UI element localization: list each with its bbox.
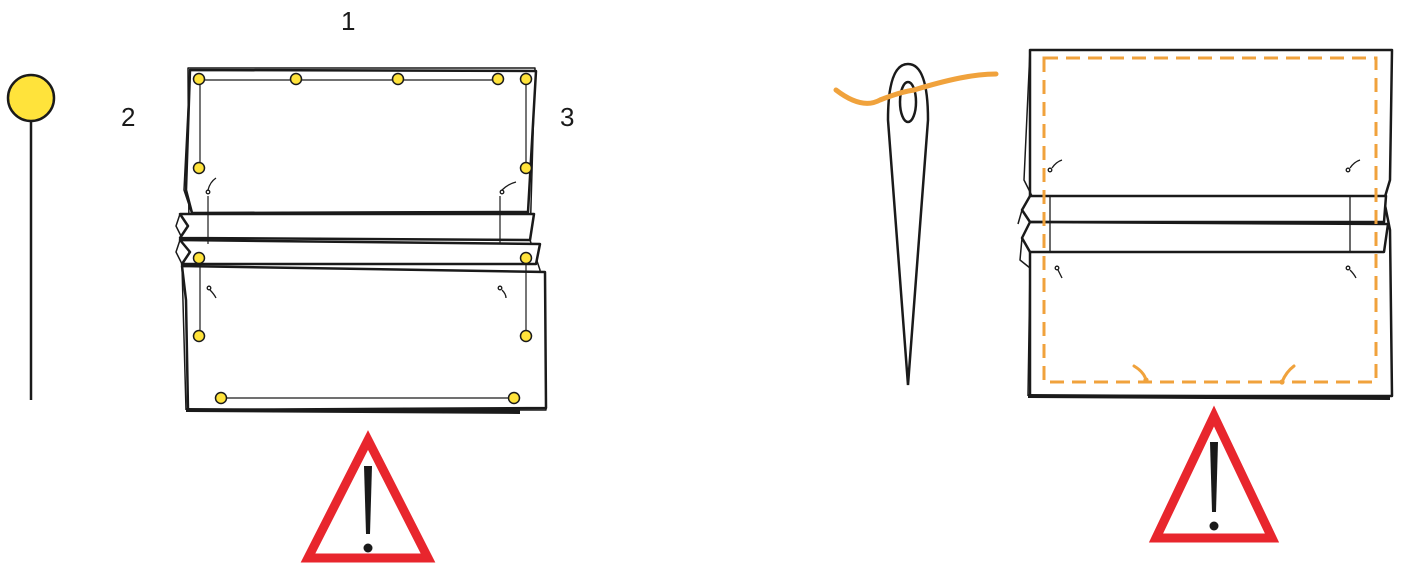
warning-icon <box>308 440 428 558</box>
pinned-fabric <box>176 68 546 412</box>
pin-icon <box>8 75 54 400</box>
edge-label-3: 3 <box>560 104 574 130</box>
stitched-fabric <box>1018 50 1392 398</box>
edge-label-1: 1 <box>341 8 355 34</box>
needle-icon <box>836 64 996 385</box>
warning-icon <box>1156 416 1272 538</box>
edge-label-2: 2 <box>121 104 135 130</box>
